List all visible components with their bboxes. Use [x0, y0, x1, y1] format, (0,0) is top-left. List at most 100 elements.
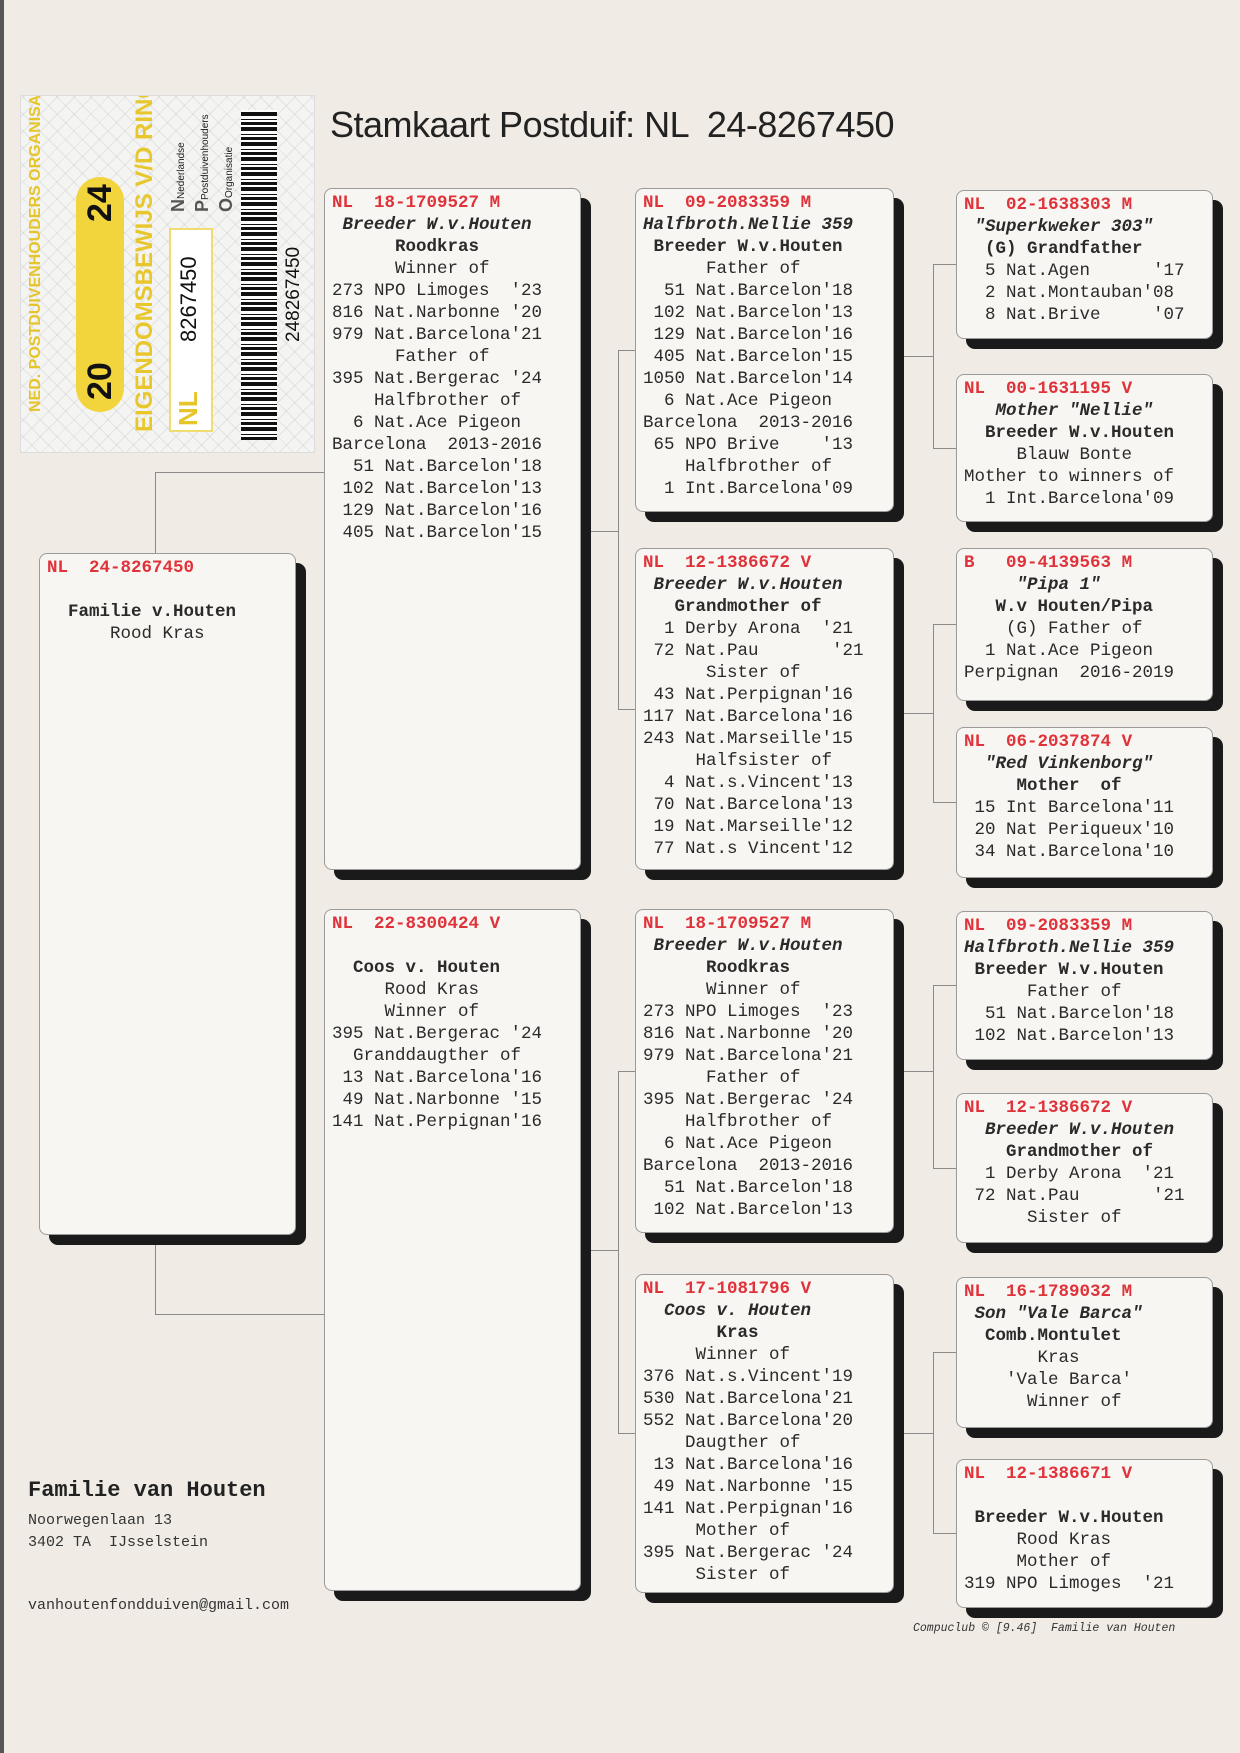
- card-line: 6 Nat.Ace Pigeon: [332, 413, 522, 433]
- pigeon-card-dd-sire: NL 16-1789032 M Son "Vale Barca" Comb.Mo…: [956, 1277, 1223, 1438]
- card-face: NL 18-1709527 M Breeder W.v.Houten Roodk…: [635, 909, 894, 1233]
- card-line: [332, 935, 580, 957]
- card-line: 1 Int.Barcelona'09: [964, 489, 1175, 509]
- card-line: "Pipa 1": [964, 575, 1101, 595]
- ring-country: NL: [643, 914, 665, 934]
- card-line: Comb.Montulet: [964, 1326, 1122, 1346]
- ring-country: B: [964, 553, 975, 573]
- card-face: NL 12-1386671 V Breeder W.v.Houten Rood …: [956, 1459, 1213, 1608]
- sex-code: V: [489, 914, 501, 934]
- connector-line: [894, 713, 933, 714]
- sex-code: M: [489, 193, 501, 213]
- card-line: 273 NPO Limoges '23: [643, 1002, 854, 1022]
- card-line: 2 Nat.Montauban'08: [964, 283, 1175, 303]
- connector-line: [933, 1533, 956, 1534]
- ring-number: 02-1638303: [1006, 195, 1112, 215]
- card-line: Winner of: [643, 1345, 791, 1365]
- card-line: Grandmother of: [643, 597, 822, 617]
- ring-header: NL 02-1638303 M: [964, 194, 1212, 216]
- card-line: Breeder W.v.Houten: [332, 215, 532, 235]
- card-line: Breeder W.v.Houten: [964, 423, 1175, 443]
- card-line: 816 Nat.Narbonne '20: [643, 1024, 854, 1044]
- owner-street: Noorwegenlaan 13: [28, 1512, 173, 1529]
- card-face: NL 02-1638303 M "Superkweker 303" (G) Gr…: [956, 190, 1213, 339]
- card-face: NL 06-2037874 V "Red Vinkenborg" Mother …: [956, 727, 1213, 878]
- connector-line: [933, 624, 934, 802]
- sex-code: M: [1121, 1282, 1133, 1302]
- card-line: 19 Nat.Marseille'12: [643, 817, 854, 837]
- card-line: 51 Nat.Barcelon'18: [643, 1178, 854, 1198]
- ring-header: NL 06-2037874 V: [964, 731, 1212, 753]
- card-line: 15 Int Barcelona'11: [964, 798, 1175, 818]
- connector-line: [933, 802, 956, 803]
- card-line: Rood Kras: [47, 624, 205, 644]
- card-line: Halfbroth.Nellie 359: [643, 215, 854, 235]
- card-line: Breeder W.v.Houten: [643, 575, 843, 595]
- card-line: 117 Nat.Barcelona'16: [643, 707, 854, 727]
- card-line: 72 Nat.Pau '21: [964, 1186, 1185, 1206]
- connector-line: [933, 1352, 934, 1533]
- card-face: NL 12-1386672 V Breeder W.v.Houten Grand…: [635, 548, 894, 870]
- card-line: Halfbrother of: [643, 457, 833, 477]
- sex-code: V: [1121, 1098, 1133, 1118]
- card-line: 20 Nat Periqueux'10: [964, 820, 1175, 840]
- card-line: Kras: [964, 1348, 1080, 1368]
- sex-code: V: [1121, 1464, 1133, 1484]
- card-line: Mother of: [964, 1552, 1112, 1572]
- sex-code: V: [800, 1279, 812, 1299]
- card-line: 395 Nat.Bergerac '24: [332, 1024, 543, 1044]
- connector-line: [933, 264, 956, 265]
- card-line: Familie v.Houten: [47, 602, 237, 622]
- ring-card-label: EIGENDOMSBEWIJS V/D RING: [131, 95, 158, 432]
- card-line: Rood Kras: [332, 980, 480, 1000]
- ring-number: 22-8300424: [374, 914, 480, 934]
- card-line: Blauw Bonte: [964, 445, 1133, 465]
- card-line: Breeder W.v.Houten: [964, 1508, 1164, 1528]
- card-line: Barcelona 2013-2016: [643, 1156, 854, 1176]
- card-line: Halfbrother of: [332, 391, 522, 411]
- card-line: Father of: [964, 982, 1122, 1002]
- connector-line: [618, 1433, 635, 1434]
- card-line: Halfbroth.Nellie 359: [964, 938, 1175, 958]
- ring-country: NL: [47, 558, 69, 578]
- card-line: 816 Nat.Narbonne '20: [332, 303, 543, 323]
- ring-number: 24-8267450: [89, 558, 195, 578]
- card-line: 51 Nat.Barcelon'18: [332, 457, 543, 477]
- card-line: 979 Nat.Barcelona'21: [643, 1046, 854, 1066]
- connector-line: [581, 531, 618, 532]
- pigeon-card-sire-dam: NL 12-1386672 V Breeder W.v.Houten Grand…: [635, 548, 904, 880]
- pigeon-card-ds-dam: NL 12-1386672 V Breeder W.v.Houten Grand…: [956, 1093, 1223, 1253]
- card-line: Kras: [643, 1323, 759, 1343]
- card-line: [964, 1485, 1212, 1507]
- pigeon-card-ss-sire: NL 02-1638303 M "Superkweker 303" (G) Gr…: [956, 190, 1223, 349]
- ring-header: NL 16-1789032 M: [964, 1281, 1212, 1303]
- connector-line: [933, 1352, 956, 1353]
- ring-header: NL 17-1081796 V: [643, 1278, 893, 1300]
- owner-city: 3402 TA IJsselstein: [28, 1534, 209, 1551]
- sex-code: V: [800, 553, 812, 573]
- card-line: Breeder W.v.Houten: [964, 1120, 1175, 1140]
- ring-number: 09-4139563: [1006, 553, 1112, 573]
- ring-country: NL: [643, 1279, 665, 1299]
- card-line: Breeder W.v.Houten: [643, 237, 843, 257]
- card-line: Father of: [643, 1068, 801, 1088]
- card-line: Coos v. Houten: [332, 958, 501, 978]
- card-line: [47, 579, 295, 601]
- card-line: 102 Nat.Barcelon'13: [332, 479, 543, 499]
- card-line: Barcelona 2013-2016: [332, 435, 543, 455]
- card-line: Mother "Nellie": [964, 401, 1154, 421]
- card-line: 319 NPO Limoges '21: [964, 1574, 1175, 1594]
- card-line: 1 Nat.Ace Pigeon: [964, 641, 1154, 661]
- pigeon-card-dd-dam: NL 12-1386671 V Breeder W.v.Houten Rood …: [956, 1459, 1223, 1618]
- pigeon-card-sd-dam: NL 06-2037874 V "Red Vinkenborg" Mother …: [956, 727, 1223, 888]
- card-line: 6 Nat.Ace Pigeon: [643, 391, 833, 411]
- ring-number: 16-1789032: [1006, 1282, 1112, 1302]
- card-line: 51 Nat.Barcelon'18: [964, 1004, 1175, 1024]
- card-line: 552 Nat.Barcelona'20: [643, 1411, 854, 1431]
- pigeon-card-sire: NL 18-1709527 M Breeder W.v.Houten Roodk…: [324, 188, 591, 880]
- card-line: Winner of: [332, 1002, 480, 1022]
- ring-country: NL: [332, 193, 354, 213]
- ring-number: 12-1386671: [1006, 1464, 1112, 1484]
